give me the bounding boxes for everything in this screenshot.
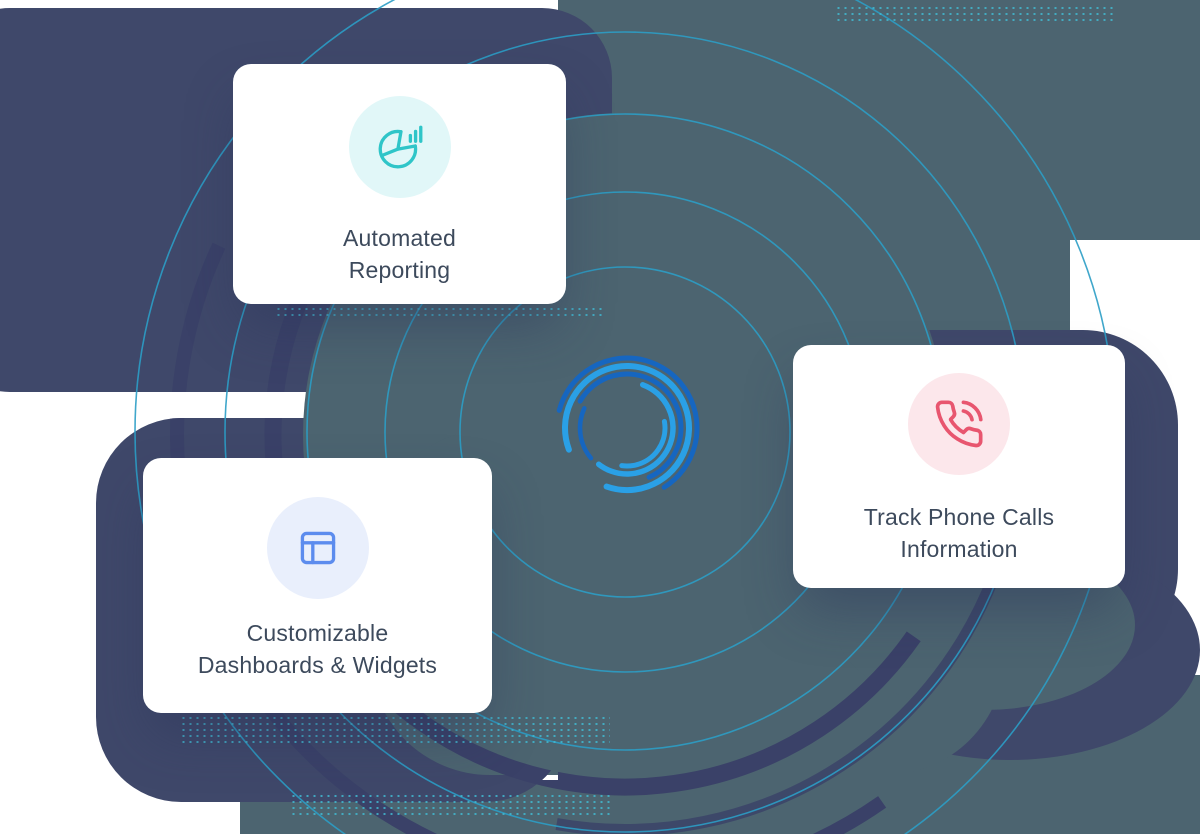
icon-circle	[348, 96, 451, 198]
dots-patch	[835, 5, 1115, 21]
dots-patch	[180, 715, 610, 743]
logo-arcs	[554, 355, 700, 501]
feature-card-customizable-dashboards: Customizable Dashboards & Widgets	[143, 458, 492, 713]
icon-circle	[266, 497, 369, 599]
card-title-line2: Information	[900, 536, 1018, 562]
feature-card-track-phone-calls: Track Phone Calls Information	[793, 345, 1125, 588]
icon-circle	[908, 373, 1010, 475]
dots-patch	[275, 306, 605, 320]
card-title-line2: Dashboards & Widgets	[197, 652, 438, 678]
feature-card-automated-reporting: Automated Reporting	[233, 64, 566, 304]
card-title: Track Phone Calls Information	[864, 501, 1054, 565]
card-title-line1: Track Phone Calls	[863, 504, 1055, 530]
card-title: Automated Reporting	[343, 222, 456, 286]
pie-chart-icon	[378, 125, 422, 169]
card-title: Customizable Dashboards & Widgets	[198, 617, 437, 681]
concentric-arcs-logo	[545, 348, 710, 513]
card-title-line1: Automated	[342, 225, 457, 251]
dots-patch	[290, 793, 610, 815]
phone-call-icon	[935, 400, 983, 448]
card-title-line1: Customizable	[246, 620, 389, 646]
dashboard-layout-icon	[300, 531, 335, 565]
card-title-line2: Reporting	[348, 257, 451, 283]
